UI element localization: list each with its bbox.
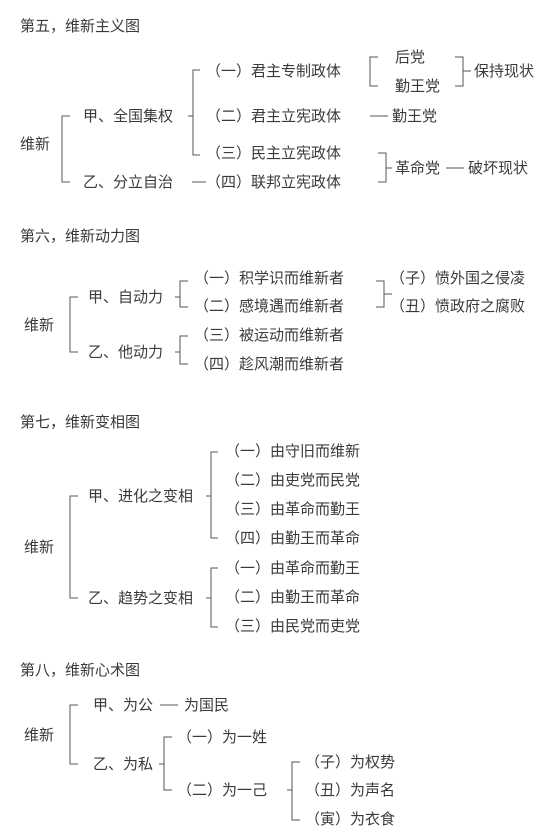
d6-item-4: （四）趁风潮而维新者 xyxy=(194,355,345,373)
d7-root-bracket xyxy=(69,495,78,599)
d6-root-bracket xyxy=(69,296,78,353)
d7-a-item-4: （四）由勤王而革命 xyxy=(225,529,361,547)
d8-root-label: 维新 xyxy=(24,726,55,744)
d5-item-4: （四）联邦立宪政体 xyxy=(206,173,342,191)
d7-a-item-2: （二）由吏党而民党 xyxy=(225,471,361,489)
d8-yi-label: 乙、为私 xyxy=(93,755,154,773)
d6-zi: （子）愤外国之侵凌 xyxy=(390,269,526,287)
d8-jia-label: 甲、为公 xyxy=(93,696,154,714)
d8-chou: （丑）为声名 xyxy=(305,781,396,799)
d7-root-label: 维新 xyxy=(24,538,55,556)
d7-b-item-3: （三）由民党而吏党 xyxy=(225,617,361,635)
d7-yi-bracket xyxy=(210,567,218,628)
d5-houdang: 后党 xyxy=(395,48,426,66)
d5-baochi: 保持现状 xyxy=(474,62,535,80)
d8-yin: （寅）为衣食 xyxy=(305,810,396,828)
d5-party-bracket xyxy=(369,56,378,87)
d7-b-item-2: （二）由勤王而革命 xyxy=(225,588,361,606)
d8-heading: 第八，维新心术图 xyxy=(20,661,141,679)
d6-jia-label: 甲、自动力 xyxy=(88,288,164,306)
d5-root-label: 维新 xyxy=(20,135,51,153)
d7-jia-label: 甲、进化之变相 xyxy=(88,487,194,505)
d7-jia-bracket xyxy=(210,451,218,539)
d6-item-3: （三）被运动而维新者 xyxy=(194,326,345,344)
d7-heading: 第七，维新变相图 xyxy=(20,413,141,431)
d6-root-label: 维新 xyxy=(24,316,55,334)
d6-item-1: （一）积学识而维新者 xyxy=(194,269,345,287)
d7-b-item-1: （一）由革命而勤王 xyxy=(225,559,361,577)
d6-heading: 第六，维新动力图 xyxy=(20,227,141,245)
d7-yi-label: 乙、趋势之变相 xyxy=(88,589,194,607)
d7-a-item-3: （三）由革命而勤王 xyxy=(225,500,361,518)
d8-root-bracket xyxy=(69,704,78,765)
d8-item-1: （一）为一姓 xyxy=(177,728,268,746)
d5-qinwang-2: 勤王党 xyxy=(392,107,438,125)
d5-jia-bracket xyxy=(192,69,200,156)
d8-yiji-bracket xyxy=(291,761,300,821)
d5-item-3: （三）民主立宪政体 xyxy=(206,144,342,162)
d8-guomin: 为国民 xyxy=(184,696,230,714)
d6-yi-bracket xyxy=(179,335,188,365)
d6-item-2: （二）感境遇而维新者 xyxy=(194,297,345,315)
d5-yi-label: 乙、分立自治 xyxy=(83,173,174,191)
d6-yi-label: 乙、他动力 xyxy=(88,343,164,361)
d5-qinwang-1: 勤王党 xyxy=(395,77,441,95)
d5-heading: 第五，维新主义图 xyxy=(20,17,141,35)
d5-keep-bracket xyxy=(455,56,464,87)
d7-a-item-1: （一）由守旧而维新 xyxy=(225,442,361,460)
d5-geming: 革命党 xyxy=(395,159,441,177)
d5-root-bracket xyxy=(61,115,70,183)
d5-geming-bracket xyxy=(378,152,387,183)
d8-item-2: （二）为一己 xyxy=(177,781,268,799)
d6-reason-bracket xyxy=(376,280,385,308)
d8-yi-bracket xyxy=(163,736,172,791)
d5-jia-label: 甲、全国集权 xyxy=(83,107,174,125)
d5-item-1: （一）君主专制政体 xyxy=(206,62,342,80)
d6-jia-bracket xyxy=(179,280,188,308)
d8-zi: （子）为权势 xyxy=(305,753,396,771)
d6-chou: （丑）愤政府之腐败 xyxy=(390,297,526,315)
d5-pohuai: 破坏现状 xyxy=(468,159,529,177)
d5-item-2: （二）君主立宪政体 xyxy=(206,107,342,125)
